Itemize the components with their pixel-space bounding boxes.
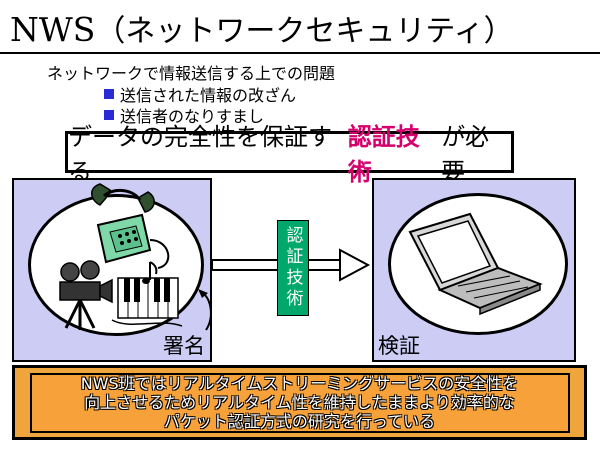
piano-keys-icon bbox=[111, 277, 183, 327]
bullet-item: 送信者のなりすまし bbox=[104, 103, 264, 127]
bullet-text: 送信された情報の改ざん bbox=[120, 86, 297, 105]
signature-pointer bbox=[198, 289, 212, 331]
conclusion-line: NWS班ではリアルタイムストリーミングサービスの安全性を bbox=[80, 374, 519, 393]
conclusion-text: NWS班ではリアルタイムストリーミングサービスの安全性を 向上させるためリアルタ… bbox=[29, 372, 570, 433]
title-japanese: （ネットワークセキュリティ） bbox=[95, 14, 514, 49]
slide-title: NWS（ネットワークセキュリティ） bbox=[10, 6, 514, 50]
auth-tech-box: 認証技術 bbox=[277, 220, 309, 316]
signature-label: 署名 bbox=[163, 334, 205, 358]
auth-tech-label: 認証技術 bbox=[282, 226, 303, 310]
problem-heading: ネットワークで情報送信する上での問題 bbox=[47, 64, 336, 83]
title-latin: NWS bbox=[10, 10, 96, 49]
laptop-icon bbox=[408, 212, 543, 316]
film-camera-icon bbox=[59, 260, 113, 330]
verification-label: 検証 bbox=[378, 334, 420, 358]
bullet-text: 送信者のなりすまし bbox=[120, 107, 265, 126]
bullet-item: 送信された情報の改ざん bbox=[104, 82, 296, 106]
bullet-square-icon bbox=[104, 89, 114, 99]
bullet-square-icon bbox=[104, 110, 114, 120]
requirement-highlight: 認証技術 bbox=[347, 123, 420, 186]
title-divider bbox=[0, 52, 600, 54]
telephone-icon bbox=[91, 183, 170, 269]
music-note-icon bbox=[142, 261, 158, 284]
requirement-box: データの完全性を保証する認証技術が必要 bbox=[65, 123, 514, 186]
conclusion-line: パケット認証方式の研究を行っている bbox=[163, 412, 436, 431]
receiver-circle bbox=[388, 193, 568, 335]
conclusion-box: NWS班ではリアルタイムストリーミングサービスの安全性を 向上させるためリアルタ… bbox=[12, 365, 587, 440]
conclusion-line: 向上させるためリアルタイム性を維持したままより効率的な bbox=[84, 393, 515, 412]
